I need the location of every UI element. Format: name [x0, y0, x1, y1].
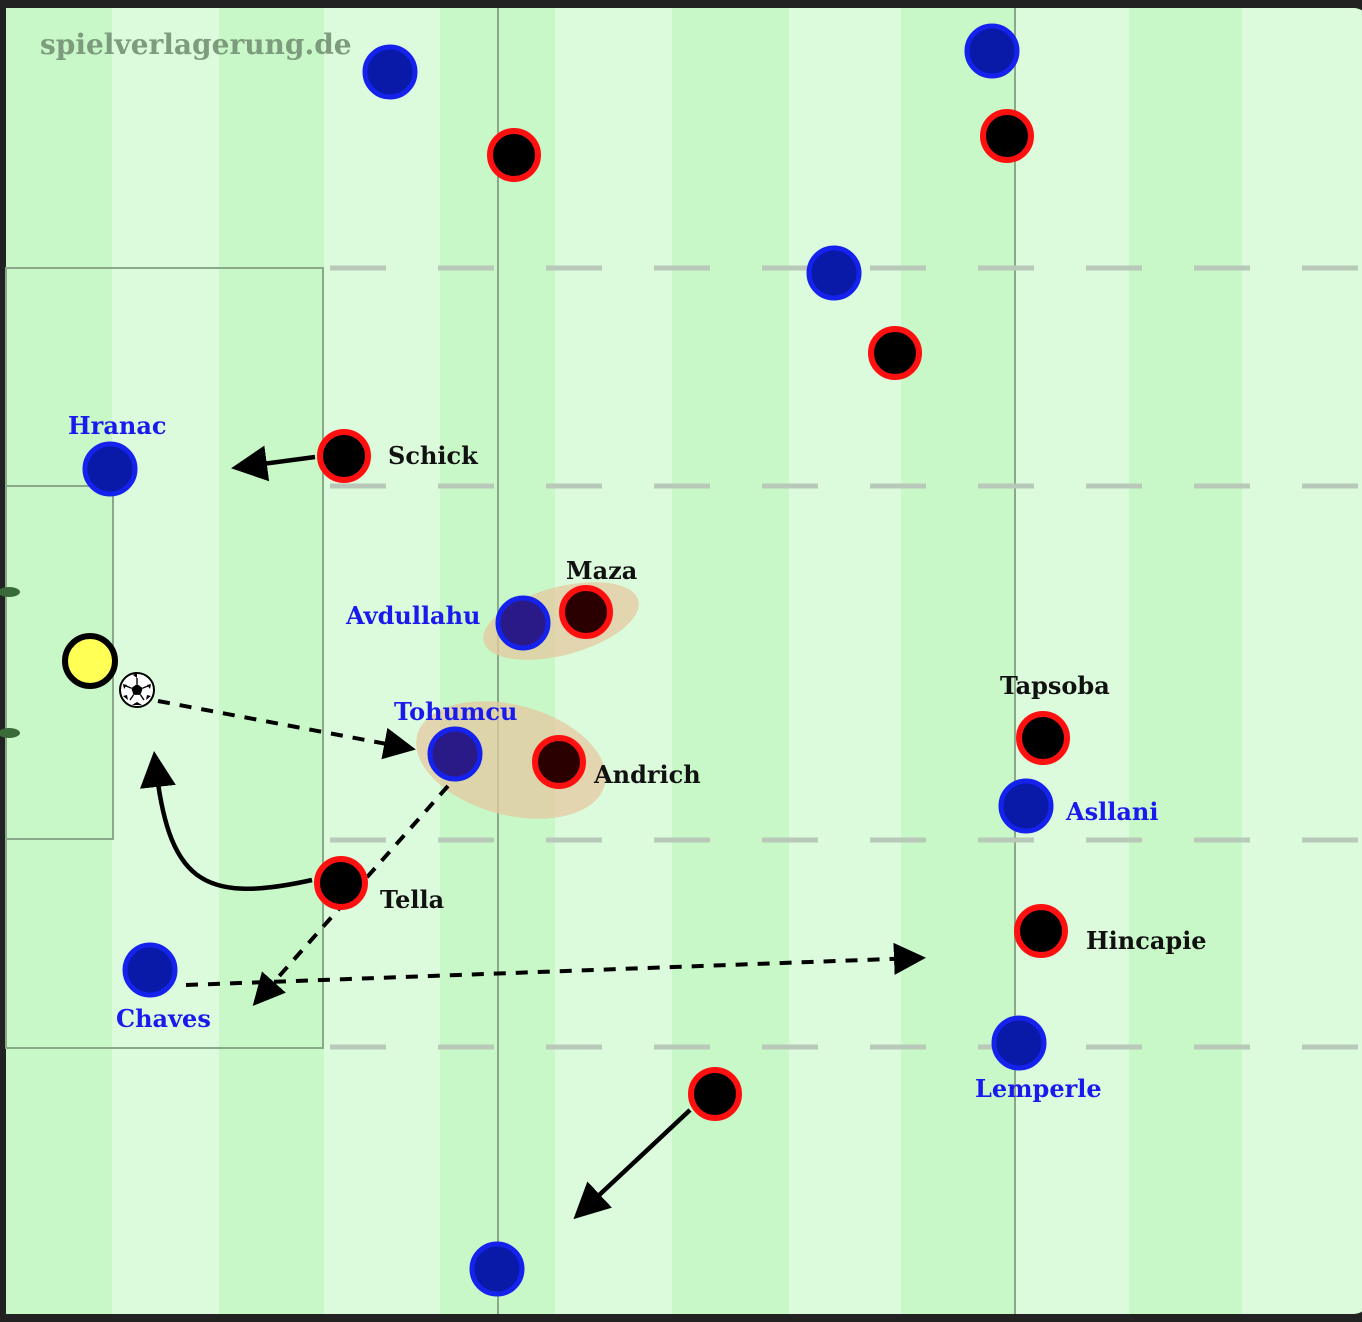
red-player-tella: [314, 856, 368, 910]
label-maza: Maza: [566, 556, 637, 585]
label-andrich: Andrich: [593, 760, 701, 789]
red-player-tapsoba: [1016, 711, 1070, 765]
blue-player-chaves: [122, 942, 178, 998]
schick-run-arrow: [231, 445, 316, 482]
blue-player-tohumcu: [427, 726, 483, 782]
player-labels: Hranac Avdullahu Tohumcu Chaves Asllani …: [68, 411, 1207, 1103]
red-player-hincapie: [1014, 904, 1068, 958]
blue-player-lemperle: [991, 1015, 1047, 1071]
label-asllani: Asllani: [1065, 797, 1158, 826]
blue-player: [806, 245, 862, 301]
football-icon: [119, 672, 155, 708]
red-player: [487, 128, 541, 182]
red-player-schick: [317, 429, 371, 483]
blue-player-hranac: [82, 441, 138, 497]
label-schick: Schick: [388, 441, 479, 470]
tella-run-arrow: [140, 751, 313, 892]
blue-player: [469, 1241, 525, 1297]
red-player: [868, 326, 922, 380]
blue-team: [82, 23, 1054, 1297]
goalkeeper: [62, 633, 118, 689]
red-player: [688, 1067, 742, 1121]
label-tapsoba: Tapsoba: [1000, 671, 1110, 700]
watermark: spielverlagerung.de: [40, 28, 352, 61]
red-player-maza: [559, 585, 613, 639]
red-team: [314, 109, 1070, 1121]
blue-player: [964, 23, 1020, 79]
red-player-andrich: [532, 735, 586, 789]
label-tohumcu: Tohumcu: [394, 697, 517, 726]
red-player: [980, 109, 1034, 163]
red-runner-arrow: [573, 1108, 692, 1220]
label-chaves: Chaves: [116, 1004, 211, 1033]
movement-arrows: [140, 445, 692, 1220]
blue-player: [362, 44, 418, 100]
label-tella: Tella: [380, 885, 444, 914]
goal-posts: [0, 587, 20, 738]
blue-player-asllani: [998, 778, 1054, 834]
label-hincapie: Hincapie: [1086, 926, 1207, 955]
label-hranac: Hranac: [68, 411, 166, 440]
blue-player-avdullahu: [495, 595, 551, 651]
label-avdullahu: Avdullahu: [345, 601, 481, 630]
label-lemperle: Lemperle: [975, 1074, 1102, 1103]
